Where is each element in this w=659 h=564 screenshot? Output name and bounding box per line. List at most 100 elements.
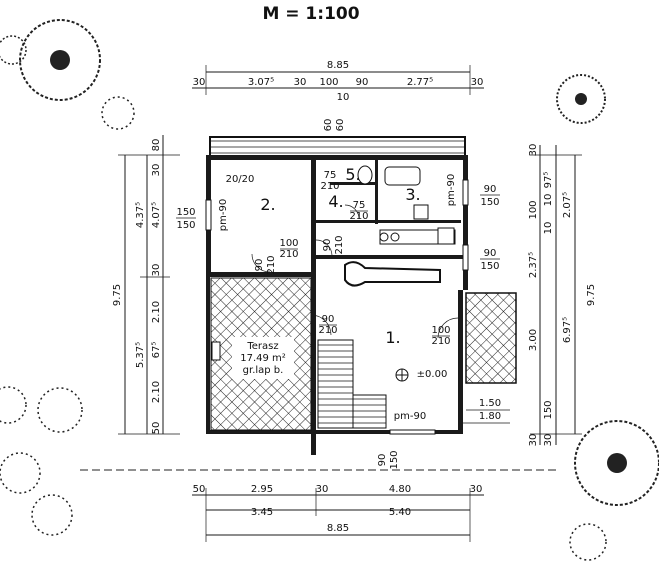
vent-w: 60: [323, 119, 334, 132]
opening-labels: 150 150 90 150 90 150 20/20 pm-90 pm-90 …: [176, 119, 510, 470]
dim-right-inner: 10: [543, 194, 554, 207]
door-w: 90: [322, 239, 333, 252]
door-h: 210: [266, 255, 277, 274]
dim-right-inner: 100: [528, 200, 539, 219]
dim-top-seg: 30: [193, 77, 206, 88]
door-w: 100: [279, 238, 298, 249]
shrub-icon-left: [101, 96, 135, 130]
dim-bottom-seg: 30: [470, 484, 483, 495]
dim-right-inner: 97⁵: [543, 172, 554, 189]
bottom-dimensions: 50 2.95 30 4.80 30 3.45 5.40 8.85: [192, 484, 484, 542]
opening-h: 150: [480, 197, 499, 208]
dim-right-seg: 2.07⁵: [562, 192, 573, 218]
dim-bottom-seg: 4.80: [389, 484, 411, 495]
terrace-material: gr.lap b.: [243, 365, 284, 376]
level-mark-cross: [396, 369, 408, 381]
tree-icon-bottom-right: [574, 420, 659, 506]
dim-left-inner: 30: [151, 164, 162, 177]
terrace-name: Terasz: [246, 341, 278, 352]
dim-right-total: 9.75: [586, 284, 597, 306]
bathtub-icon: [384, 166, 421, 186]
bay-dim: 1.80: [479, 411, 501, 422]
dim-left-seg: 5.37⁵: [135, 342, 146, 368]
toilet-icon: [357, 165, 373, 185]
room-number-2: 2.: [260, 195, 275, 214]
door-w: 75: [324, 170, 337, 181]
window-type: pm-90: [218, 199, 229, 231]
dim-left-total: 9.75: [112, 284, 123, 306]
level-mark-label: ±0.00: [417, 369, 448, 380]
tree-icon-top-left: [0, 19, 101, 101]
dim-top-total: 8.85: [327, 60, 349, 71]
dim-top-seg: 2.77⁵: [407, 77, 433, 88]
dim-left-inner: 30: [151, 264, 162, 277]
room-number-1: 1.: [385, 328, 400, 347]
stove-burner-icon: [390, 232, 400, 242]
bottom-window-w: 90: [377, 454, 388, 467]
door-h: 210: [334, 235, 345, 254]
scale-title: M = 1:100: [262, 4, 359, 24]
door-h: 210: [279, 249, 298, 260]
windows: [205, 179, 469, 435]
room-number-3: 3.: [405, 185, 420, 204]
dim-right-inner: 30: [528, 144, 539, 157]
stove-burner-icon: [379, 232, 389, 242]
door-h: 210: [349, 211, 368, 222]
door-w: 75: [353, 200, 366, 211]
right-dimensions: 9.75 2.07⁵ 2.37⁵ 6.97⁵ 3.00 30 97⁵ 10 10…: [528, 144, 597, 447]
left-dimensions: 9.75 4.37⁵ 5.37⁵ 80 30 4.07⁵ 30 2.10 67⁵…: [112, 135, 180, 434]
vent-h: 60: [335, 119, 346, 132]
dim-left-inner: 50: [151, 422, 162, 435]
counter: [344, 261, 441, 287]
door-h: 210: [318, 325, 337, 336]
shrub-icon-bottom-left: [0, 386, 83, 536]
dim-top-seg: 3.07⁵: [248, 77, 274, 88]
oven-icon: [437, 227, 455, 245]
dim-bottom-seg2: 5.40: [389, 507, 411, 518]
dim-top-seg: 100: [319, 77, 338, 88]
dim-top-seg: 30: [471, 77, 484, 88]
dim-top-seg: 30: [294, 77, 307, 88]
dim-right-small: 150: [543, 400, 554, 419]
dim-bottom-seg2: 3.45: [251, 507, 273, 518]
opening-w: 90: [484, 184, 497, 195]
door-w: 100: [431, 325, 450, 336]
opening-w: 150: [176, 207, 195, 218]
dim-right-small: 30: [528, 434, 539, 447]
bay-dim: 1.50: [479, 398, 501, 409]
room-number-4: 4.: [328, 192, 343, 211]
staircase-landing: [352, 394, 387, 429]
dim-left-inner: 2.10: [151, 381, 162, 403]
terrace-label-bg: [232, 337, 294, 379]
dim-left-inner: 4.07⁵: [151, 202, 162, 228]
bay-window-area: [465, 292, 517, 384]
stair-window-label: pm-90: [394, 411, 426, 422]
terrace-area-value: 17.49 m²: [240, 353, 286, 364]
dim-bottom-total: 8.85: [327, 523, 349, 534]
tree-icon-top-right: [556, 74, 606, 124]
dim-left-top: 80: [151, 139, 162, 152]
dim-right-seg: 2.37⁵: [528, 252, 539, 278]
dim-left-inner: 2.10: [151, 301, 162, 323]
dim-bottom-seg: 50: [193, 484, 206, 495]
dim-left-inner: 67⁵: [151, 342, 162, 359]
door-swings: [251, 204, 459, 339]
sink-icon: [413, 204, 429, 220]
dim-right-seg: 6.97⁵: [562, 317, 573, 343]
dim-top-seg: 90: [356, 77, 369, 88]
chimney-size: 20/20: [226, 174, 255, 185]
opening-w: 90: [484, 248, 497, 259]
door-h: 210: [431, 336, 450, 347]
roof-band: [209, 136, 466, 158]
bottom-window-h: 150: [389, 450, 400, 469]
door-w: 90: [322, 314, 335, 325]
dim-bottom-seg: 30: [316, 484, 329, 495]
dim-top-small: 10: [337, 92, 350, 103]
dim-right-inner: 10: [543, 222, 554, 235]
door-w: 90: [254, 259, 265, 272]
staircase: [317, 339, 354, 429]
room-number-5: 5.: [345, 165, 360, 184]
opening-h: 150: [176, 220, 195, 231]
dim-left-seg: 4.37⁵: [135, 202, 146, 228]
